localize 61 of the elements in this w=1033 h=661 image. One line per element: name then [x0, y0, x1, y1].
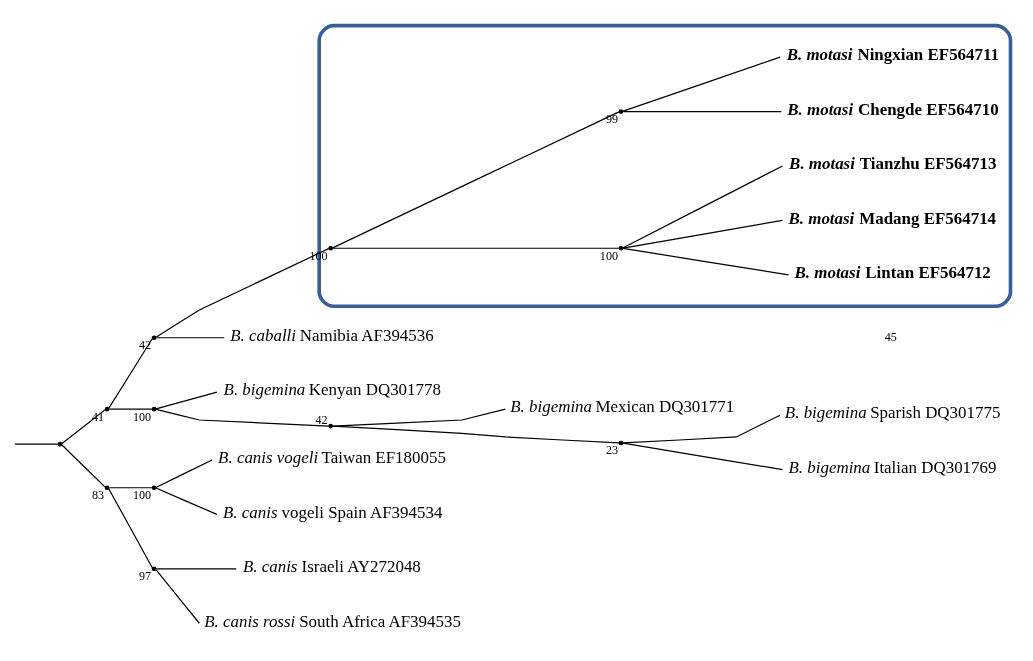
connector [622, 219, 783, 249]
connector [155, 568, 237, 570]
connector [622, 442, 783, 471]
node-text: B. canis Israeli AY272048 [242, 557, 421, 577]
node-text: B. canis rossi South Africa AF394535 [203, 611, 461, 631]
connector [60, 409, 105, 445]
node-label: 97 [138, 569, 151, 584]
node-text: B. motasi Chengde EF564710 [786, 99, 999, 119]
node-point [618, 245, 623, 251]
node-point [151, 566, 156, 572]
node-text: B. canis vogeli Taiwan EF180055 [217, 448, 446, 468]
node-label: 23 [605, 443, 618, 458]
node-label: 83 [91, 488, 104, 503]
node-text: B. motasi Madang EF564714 [788, 208, 996, 228]
connector [13, 443, 58, 445]
node-point [618, 109, 623, 114]
node-text: B. motasi Tianzhu EF564713 [788, 154, 996, 174]
connector [155, 408, 329, 427]
connector [622, 110, 782, 113]
node-point [151, 335, 156, 341]
connector [155, 248, 329, 338]
node-text: B. bigemina Kenyan DQ301778 [223, 380, 441, 400]
node-point [104, 406, 109, 412]
connector [154, 337, 225, 339]
connector [154, 391, 217, 410]
node-text: B. motasi Lintan EF564712 [794, 263, 991, 283]
connector [331, 247, 620, 249]
node-point [618, 440, 623, 446]
connector [622, 56, 781, 112]
connector [622, 165, 783, 249]
connector [108, 487, 153, 489]
connector [621, 414, 781, 444]
connector [622, 247, 789, 276]
connector [331, 408, 506, 427]
label: 45 [884, 329, 897, 344]
node-text: B. bigemina Sparish DQ301775 [784, 403, 1000, 423]
node-text: B. canis vogeli Spain AF394534 [222, 502, 442, 522]
connector [154, 459, 213, 489]
node-text: B. bigemina Mexican DQ301771 [509, 397, 734, 417]
node-point [327, 423, 333, 429]
connector [331, 425, 620, 444]
node-point [327, 245, 333, 251]
node-label: 100 [132, 488, 151, 503]
node-label: 100 [132, 409, 151, 424]
node-point [151, 406, 156, 412]
connector [108, 408, 153, 410]
connector [60, 444, 105, 488]
node-point [151, 485, 156, 491]
node-text: B. bigemina Italian DQ301769 [788, 457, 996, 477]
node-label: 42 [315, 413, 328, 428]
node-label: 100 [599, 248, 618, 263]
connector [154, 487, 217, 515]
node-point [57, 441, 62, 447]
connector [107, 488, 153, 569]
connector [154, 568, 200, 624]
node-text: B. motasi Ningxian EF564711 [786, 45, 999, 65]
node-point [104, 485, 109, 491]
node-label: 99 [605, 111, 618, 126]
connector [107, 337, 153, 409]
connector [331, 111, 620, 249]
node-text: B. caballi Namibia AF394536 [229, 326, 434, 346]
